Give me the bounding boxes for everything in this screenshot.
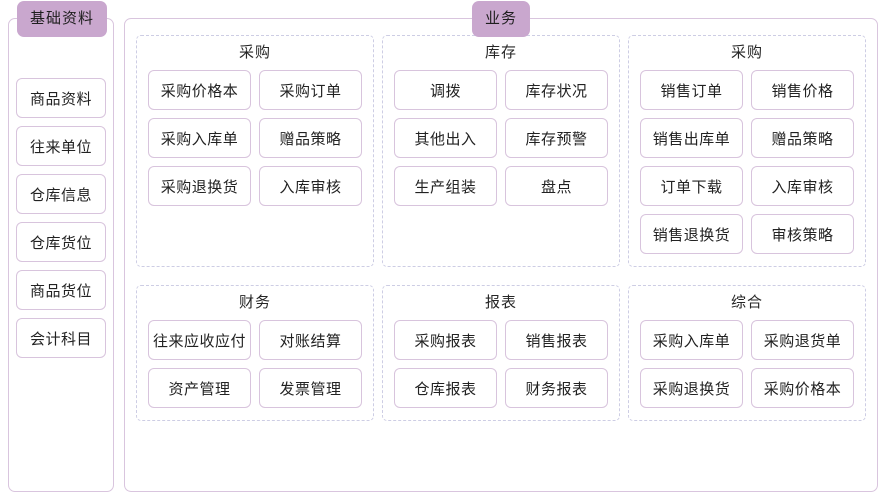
- group-item-仓库报表[interactable]: 仓库报表: [394, 368, 497, 408]
- group-item-审核策略[interactable]: 审核策略: [751, 214, 854, 254]
- group-item-盘点[interactable]: 盘点: [505, 166, 608, 206]
- group-spacer: [148, 206, 362, 254]
- group-title: 采购: [238, 44, 271, 61]
- sidebar-item-list: 商品资料 往来单位 仓库信息 仓库货位 商品货位 会计科目: [16, 78, 106, 358]
- business-panel: 业务 采购 采购价格本 采购订单 采购入库单 赠品策略 采购退换货 入库审核 库…: [124, 1, 878, 492]
- group-item-销售价格[interactable]: 销售价格: [751, 70, 854, 110]
- sidebar-item-仓库信息[interactable]: 仓库信息: [16, 174, 106, 214]
- group-item-往来应收应付[interactable]: 往来应收应付: [148, 320, 251, 360]
- group-row-bottom: 财务 往来应收应付 对账结算 资产管理 发票管理 报表 采购报表 销售报表 仓库…: [136, 285, 866, 421]
- group-item-入库审核[interactable]: 入库审核: [259, 166, 362, 206]
- group-综合-general: 综合 采购入库单 采购退货单 采购退换货 采购价格本: [628, 285, 866, 421]
- group-采购-purchase: 采购 采购价格本 采购订单 采购入库单 赠品策略 采购退换货 入库审核: [136, 35, 374, 267]
- group-item-发票管理[interactable]: 发票管理: [259, 368, 362, 408]
- sidebar-item-商品货位[interactable]: 商品货位: [16, 270, 106, 310]
- group-item-生产组装[interactable]: 生产组装: [394, 166, 497, 206]
- group-item-grid: 调拨 库存状况 其他出入 库存预警 生产组装 盘点: [394, 70, 608, 206]
- group-item-销售退换货[interactable]: 销售退换货: [640, 214, 743, 254]
- group-item-grid: 往来应收应付 对账结算 资产管理 发票管理: [148, 320, 362, 408]
- group-库存-inventory: 库存 调拨 库存状况 其他出入 库存预警 生产组装 盘点: [382, 35, 620, 267]
- sidebar-item-往来单位[interactable]: 往来单位: [16, 126, 106, 166]
- group-item-grid: 采购报表 销售报表 仓库报表 财务报表: [394, 320, 608, 408]
- group-采购-sales: 采购 销售订单 销售价格 销售出库单 赠品策略 订单下载 入库审核 销售退换货 …: [628, 35, 866, 267]
- group-item-销售出库单[interactable]: 销售出库单: [640, 118, 743, 158]
- group-title: 综合: [730, 294, 763, 311]
- group-报表-reports: 报表 采购报表 销售报表 仓库报表 财务报表: [382, 285, 620, 421]
- group-item-资产管理[interactable]: 资产管理: [148, 368, 251, 408]
- group-title: 库存: [484, 44, 517, 61]
- group-item-财务报表[interactable]: 财务报表: [505, 368, 608, 408]
- group-item-采购订单[interactable]: 采购订单: [259, 70, 362, 110]
- group-item-销售订单[interactable]: 销售订单: [640, 70, 743, 110]
- group-item-订单下载[interactable]: 订单下载: [640, 166, 743, 206]
- group-item-其他出入[interactable]: 其他出入: [394, 118, 497, 158]
- business-title-badge: 业务: [471, 1, 531, 37]
- sidebar-item-会计科目[interactable]: 会计科目: [16, 318, 106, 358]
- group-item-grid: 采购价格本 采购订单 采购入库单 赠品策略 采购退换货 入库审核: [148, 70, 362, 206]
- group-item-库存状况[interactable]: 库存状况: [505, 70, 608, 110]
- group-item-采购退货单[interactable]: 采购退货单: [751, 320, 854, 360]
- group-item-采购退换货[interactable]: 采购退换货: [148, 166, 251, 206]
- group-item-采购入库单[interactable]: 采购入库单: [640, 320, 743, 360]
- sidebar-panel: 基础资料 商品资料 往来单位 仓库信息 仓库货位 商品货位 会计科目: [8, 1, 114, 492]
- group-item-grid: 采购入库单 采购退货单 采购退换货 采购价格本: [640, 320, 854, 408]
- group-item-grid: 销售订单 销售价格 销售出库单 赠品策略 订单下载 入库审核 销售退换货 审核策…: [640, 70, 854, 254]
- group-spacer: [394, 206, 608, 254]
- group-item-库存预警[interactable]: 库存预警: [505, 118, 608, 158]
- group-title: 采购: [730, 44, 763, 61]
- group-row-top: 采购 采购价格本 采购订单 采购入库单 赠品策略 采购退换货 入库审核 库存 调…: [136, 35, 866, 267]
- group-item-赠品策略[interactable]: 赠品策略: [259, 118, 362, 158]
- group-item-销售报表[interactable]: 销售报表: [505, 320, 608, 360]
- group-item-对账结算[interactable]: 对账结算: [259, 320, 362, 360]
- group-item-采购价格本[interactable]: 采购价格本: [751, 368, 854, 408]
- group-item-采购价格本[interactable]: 采购价格本: [148, 70, 251, 110]
- sidebar-item-商品资料[interactable]: 商品资料: [16, 78, 106, 118]
- group-item-入库审核[interactable]: 入库审核: [751, 166, 854, 206]
- group-item-采购退换货[interactable]: 采购退换货: [640, 368, 743, 408]
- group-title: 财务: [238, 294, 271, 311]
- group-item-采购报表[interactable]: 采购报表: [394, 320, 497, 360]
- group-item-采购入库单[interactable]: 采购入库单: [148, 118, 251, 158]
- sidebar-title-badge: 基础资料: [17, 1, 108, 37]
- group-title: 报表: [484, 294, 517, 311]
- group-财务-finance: 财务 往来应收应付 对账结算 资产管理 发票管理: [136, 285, 374, 421]
- sidebar-item-仓库货位[interactable]: 仓库货位: [16, 222, 106, 262]
- group-item-调拨[interactable]: 调拨: [394, 70, 497, 110]
- group-item-赠品策略[interactable]: 赠品策略: [751, 118, 854, 158]
